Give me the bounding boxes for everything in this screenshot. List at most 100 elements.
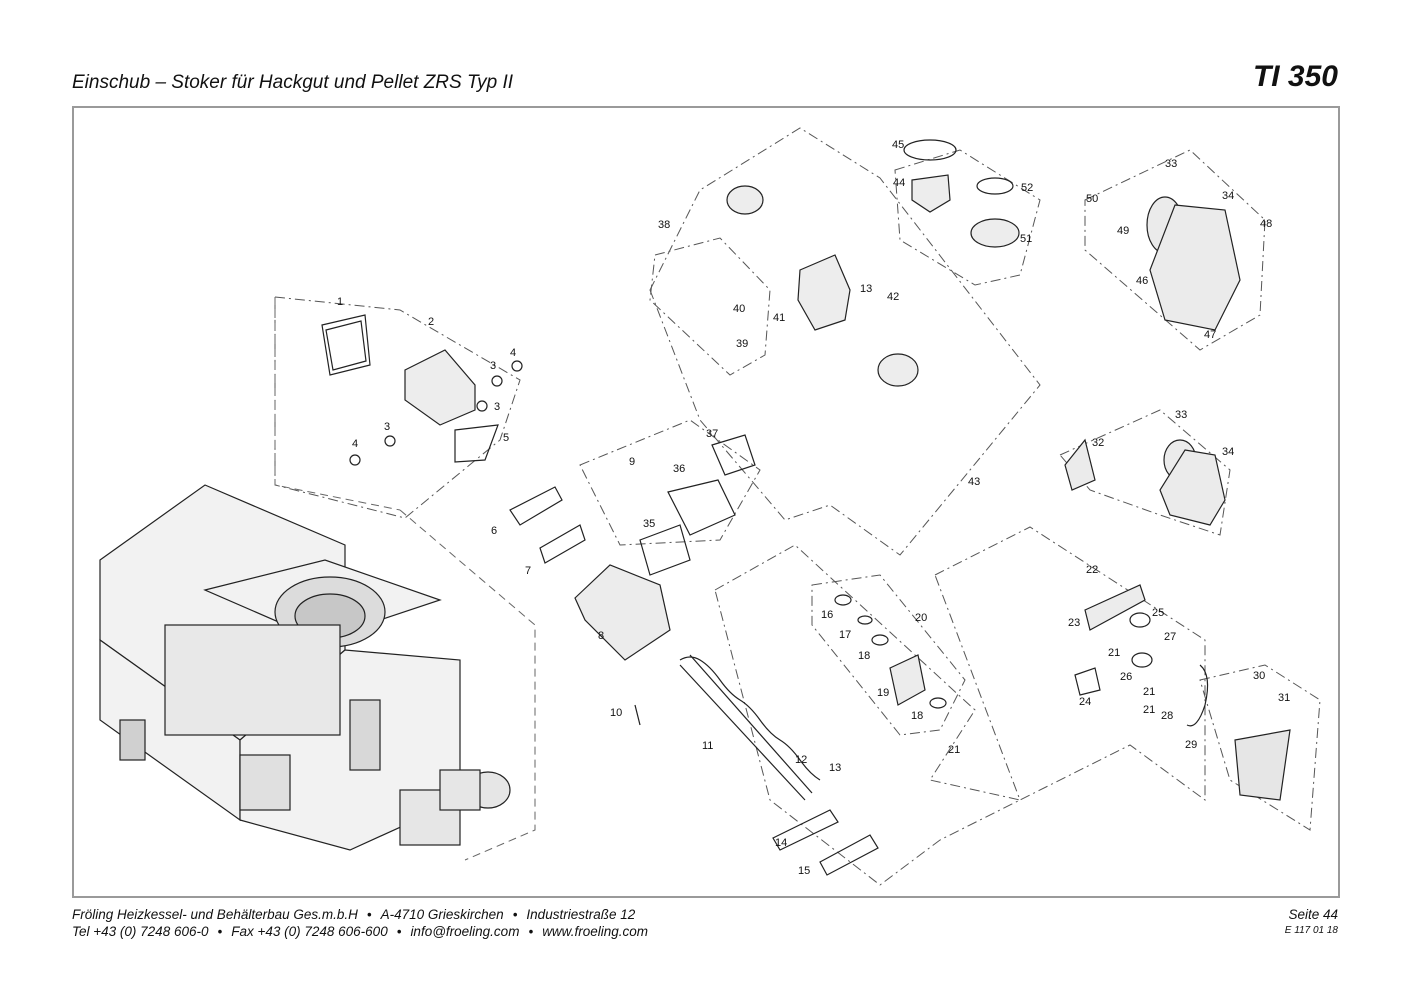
callout-label: 10 (610, 707, 622, 719)
callout-label: 34 (1222, 190, 1234, 202)
callout-label: 17 (839, 629, 851, 641)
separator: • (512, 907, 518, 922)
callout-label: 14 (775, 837, 787, 849)
callout-label: 25 (1152, 607, 1164, 619)
group-outline-chute (579, 419, 761, 546)
model-label: TI 350 (1252, 60, 1338, 93)
callout-label: 4 (510, 347, 516, 359)
callout-label: 4 (352, 438, 358, 450)
callout-label: 21 (1143, 686, 1155, 698)
callout-label: 40 (733, 303, 745, 315)
document-number: E 117 01 18 (1284, 925, 1338, 936)
callout-label: 23 (1068, 617, 1080, 629)
separator: • (528, 924, 534, 939)
callout-label: 18 (858, 650, 870, 662)
callout-label: 21 (1143, 704, 1155, 716)
stoker-flange-parts (321, 314, 523, 466)
callout-label: 46 (1136, 275, 1148, 287)
callout-label: 44 (893, 177, 905, 189)
callout-label: 22 (1086, 564, 1098, 576)
company-name: Fröling Heizkessel- und Behälterbau Ges.… (72, 907, 358, 922)
group-outline-stoker-flange (274, 296, 521, 519)
boiler-connector-outline (399, 509, 536, 861)
boiler-group-outline (274, 297, 401, 511)
company-phone: Tel +43 (0) 7248 606-0 (72, 924, 209, 939)
gaskets-and-plates (509, 434, 879, 876)
callout-label: 9 (629, 456, 635, 468)
callout-label: 52 (1021, 182, 1033, 194)
company-fax: Fax +43 (0) 7248 606-600 (231, 924, 388, 939)
group-outline-drive (934, 526, 1206, 801)
callout-label: 45 (892, 139, 904, 151)
bearing-parts (834, 584, 1291, 801)
company-city: A-4710 Grieskirchen (380, 907, 504, 922)
callout-label: 48 (1260, 218, 1272, 230)
boiler-drive-motor (399, 769, 511, 846)
callout-label: 21 (1108, 647, 1120, 659)
company-email: info@froeling.com (410, 924, 520, 939)
callout-label: 47 (1204, 329, 1216, 341)
group-outline-gearbox (649, 127, 1041, 556)
callout-labels: 1 2 3 3 3 4 4 5 6 7 8 9 10 11 12 13 13 1… (337, 139, 1290, 877)
page-title: Einschub – Stoker für Hackgut und Pellet… (72, 72, 514, 93)
group-outline-motor (1084, 149, 1266, 351)
company-street: Industriestraße 12 (526, 907, 636, 922)
group-outline-bearing (811, 574, 966, 736)
callout-label: 43 (968, 476, 980, 488)
group-outline-small-parts (649, 237, 771, 376)
callout-label: 24 (1079, 696, 1091, 708)
separator: • (396, 924, 402, 939)
callout-label: 12 (795, 754, 807, 766)
footer-page-info: Seite 44 E 117 01 18 (1285, 906, 1338, 939)
callout-label: 31 (1278, 692, 1290, 704)
callout-label: 15 (798, 865, 810, 877)
callout-label: 33 (1165, 158, 1177, 170)
callout-label: 39 (736, 338, 748, 350)
footer-line-1: Fröling Heizkessel- und Behälterbau Ges.… (72, 906, 648, 923)
callout-label: 38 (658, 219, 670, 231)
callout-label: 41 (773, 312, 785, 324)
callout-label: 34 (1222, 446, 1234, 458)
callout-label: 26 (1120, 671, 1132, 683)
callout-label: 29 (1185, 739, 1197, 751)
callout-label: 19 (877, 687, 889, 699)
group-outline-screw (714, 544, 1022, 886)
callout-label: 51 (1020, 233, 1032, 245)
callout-label: 35 (643, 518, 655, 530)
callout-label: 3 (490, 360, 496, 372)
callout-label: 13 (860, 283, 872, 295)
page-number: Seite 44 (1288, 907, 1338, 922)
callout-label: 28 (1161, 710, 1173, 722)
callout-label: 21 (948, 744, 960, 756)
callout-label: 1 (337, 296, 343, 308)
callout-label: 3 (384, 421, 390, 433)
footer-company-info: Fröling Heizkessel- und Behälterbau Ges.… (72, 906, 648, 940)
screw-auger (634, 654, 821, 801)
callout-label: 37 (706, 428, 718, 440)
callout-label: 30 (1253, 670, 1265, 682)
callout-label: 36 (673, 463, 685, 475)
group-outline-flange (894, 149, 1041, 286)
callout-label: 32 (1092, 437, 1104, 449)
separator: • (366, 907, 372, 922)
callout-label: 7 (525, 565, 531, 577)
callout-label: 3 (494, 401, 500, 413)
callout-label: 33 (1175, 409, 1187, 421)
callout-label: 11 (702, 740, 713, 752)
company-website: www.froeling.com (542, 924, 648, 939)
callout-label: 16 (821, 609, 833, 621)
callout-label: 13 (829, 762, 841, 774)
callout-label: 2 (428, 316, 434, 328)
callout-label: 8 (598, 630, 604, 642)
callout-label: 18 (911, 710, 923, 722)
callout-label: 20 (915, 612, 927, 624)
group-outline-motor-small (1059, 409, 1231, 536)
gearbox-assembly (726, 139, 1020, 387)
separator: • (217, 924, 223, 939)
callout-label: 42 (887, 291, 899, 303)
callout-label: 50 (1086, 193, 1098, 205)
callout-label: 6 (491, 525, 497, 537)
callout-label: 49 (1117, 225, 1129, 237)
callout-label: 27 (1164, 631, 1176, 643)
